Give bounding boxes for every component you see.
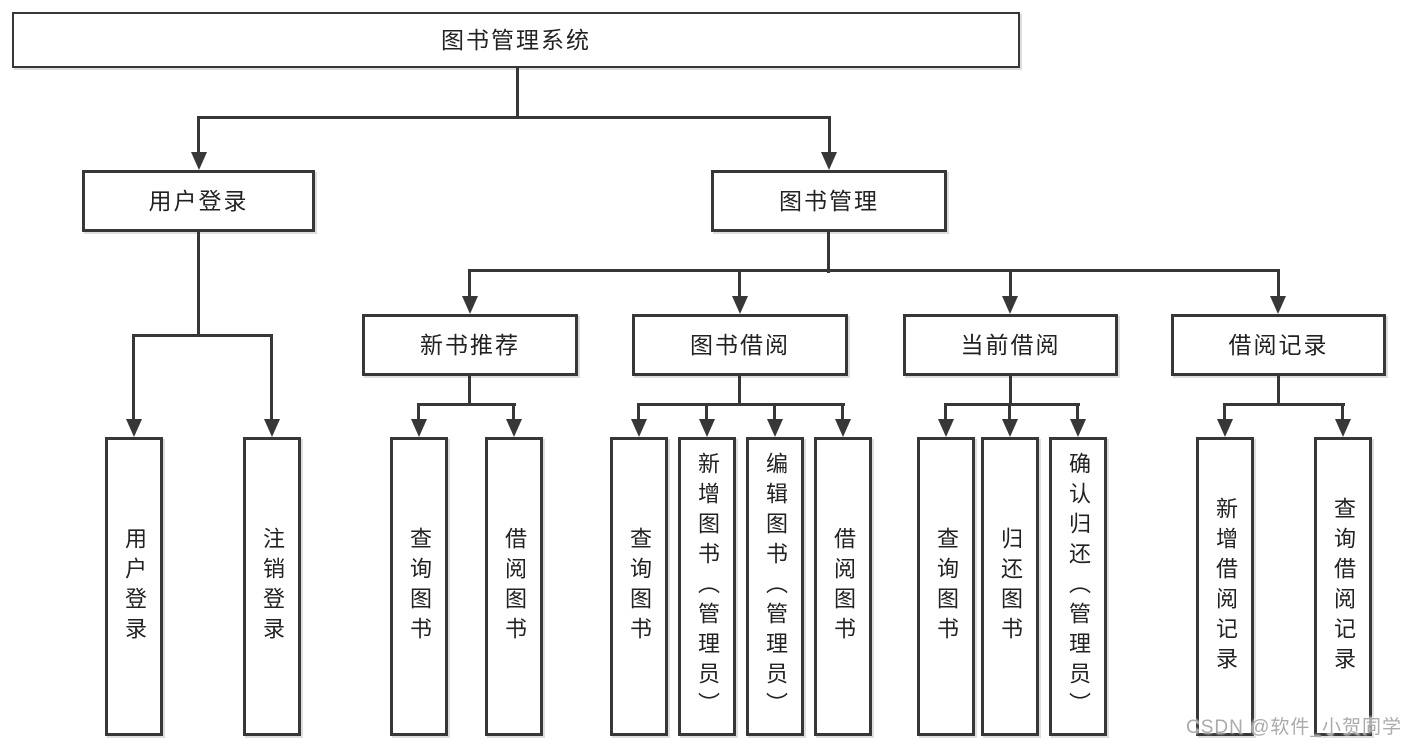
connector-cb-rail [944, 403, 1080, 406]
connector-book-management-stem [827, 232, 830, 273]
node-cb-query-books: 查询图书 [917, 437, 975, 736]
node-bb-borrow-books-label: 借阅图书 [831, 526, 856, 647]
connector-nbr-stem [468, 376, 471, 406]
connector-drop [417, 403, 420, 421]
node-leaf-user-login: 用户登录 [105, 437, 163, 736]
connector-drop [132, 334, 135, 422]
node-cb-return-books: 归还图书 [981, 437, 1039, 736]
node-user-login-label: 用户登录 [148, 187, 249, 214]
node-br-add-record-label: 新增借阅记录 [1213, 496, 1238, 677]
node-cb-return-books-label: 归还图书 [998, 526, 1023, 647]
connector-drop [512, 403, 515, 421]
connector-root-stem [516, 68, 519, 118]
connector-drop [468, 269, 471, 299]
connector-arrowhead [191, 152, 207, 170]
connector-arrowhead [1335, 419, 1351, 437]
node-new-book-recommend-label: 新书推荐 [420, 331, 520, 358]
node-leaf-logout-label: 注销登录 [260, 526, 285, 647]
connector-arrowhead [506, 419, 522, 437]
connector-br-stem [1277, 376, 1280, 406]
node-current-borrowing: 当前借阅 [903, 314, 1118, 376]
node-bb-query-books: 查询图书 [610, 437, 668, 736]
node-bb-query-books-label: 查询图书 [627, 526, 652, 647]
connector-arrowhead [1070, 419, 1086, 437]
node-br-add-record: 新增借阅记录 [1196, 437, 1254, 736]
csdn-watermark: CSDN @软件_小贺同学 [1186, 717, 1402, 738]
node-bb-add-books-label: 新增图书（管理员） [695, 451, 720, 722]
connector-arrowhead [1270, 296, 1286, 314]
connector-arrowhead [126, 419, 142, 437]
connector-arrowhead [462, 296, 478, 314]
connector-arrowhead [732, 296, 748, 314]
node-new-book-recommend: 新书推荐 [362, 314, 578, 376]
connector-drop [637, 403, 640, 421]
connector-arrowhead [1002, 296, 1018, 314]
connector-book-management-rail [468, 269, 1280, 272]
connector-arrowhead [1002, 419, 1018, 437]
node-book-borrowing: 图书借阅 [632, 314, 848, 376]
node-current-borrowing-label: 当前借阅 [960, 331, 1061, 358]
node-br-query-record: 查询借阅记录 [1314, 437, 1372, 736]
node-leaf-user-login-label: 用户登录 [122, 526, 147, 647]
node-borrowing-records: 借阅记录 [1171, 314, 1386, 376]
connector-br-rail [1223, 403, 1345, 406]
node-nbr-query-books-label: 查询图书 [407, 526, 432, 647]
connector-user-login-rail [132, 334, 273, 337]
connector-drop [1341, 403, 1344, 421]
connector-arrowhead [1217, 419, 1233, 437]
node-cb-confirm-return: 确认归还（管理员） [1049, 437, 1107, 736]
connector-drop [841, 403, 844, 421]
connector-drop [705, 403, 708, 421]
node-cb-confirm-return-label: 确认归还（管理员） [1066, 451, 1091, 722]
connector-drop [270, 334, 273, 422]
connector-arrowhead [631, 419, 647, 437]
connector-drop [197, 116, 200, 156]
node-book-management: 图书管理 [711, 170, 947, 232]
node-nbr-borrow-books-label: 借阅图书 [502, 526, 527, 647]
connector-arrowhead [821, 152, 837, 170]
node-user-login: 用户登录 [82, 170, 315, 232]
connector-arrowhead [411, 419, 427, 437]
connector-drop [1277, 269, 1280, 299]
node-cb-query-books-label: 查询图书 [934, 526, 959, 647]
connector-bb-rail [637, 403, 845, 406]
node-root: 图书管理系统 [12, 12, 1020, 68]
connector-arrowhead [767, 419, 783, 437]
connector-drop [828, 116, 831, 156]
connector-arrowhead [699, 419, 715, 437]
node-bb-edit-books: 编辑图书（管理员） [746, 437, 804, 736]
connector-bb-stem [738, 376, 741, 406]
node-bb-borrow-books: 借阅图书 [814, 437, 872, 736]
connector-cb-stem [1009, 376, 1012, 406]
node-root-label: 图书管理系统 [441, 26, 591, 53]
node-br-query-record-label: 查询借阅记录 [1331, 496, 1356, 677]
node-nbr-borrow-books: 借阅图书 [485, 437, 543, 736]
node-bb-edit-books-label: 编辑图书（管理员） [763, 451, 788, 722]
node-nbr-query-books: 查询图书 [390, 437, 448, 736]
node-borrowing-records-label: 借阅记录 [1228, 331, 1329, 358]
connector-arrowhead [264, 419, 280, 437]
node-book-management-label: 图书管理 [779, 187, 879, 214]
connector-nbr-rail [417, 403, 516, 406]
connector-drop [1008, 403, 1011, 421]
connector-drop [944, 403, 947, 421]
connector-drop [738, 269, 741, 299]
connector-drop [1009, 269, 1012, 299]
connector-drop [773, 403, 776, 421]
node-bb-add-books: 新增图书（管理员） [678, 437, 736, 736]
connector-arrowhead [938, 419, 954, 437]
node-leaf-logout: 注销登录 [243, 437, 301, 736]
connector-drop [1223, 403, 1226, 421]
connector-root-rail [197, 116, 831, 119]
connector-drop [1076, 403, 1079, 421]
node-book-borrowing-label: 图书借阅 [690, 331, 790, 358]
connector-user-login-stem [197, 232, 200, 336]
connector-arrowhead [835, 419, 851, 437]
